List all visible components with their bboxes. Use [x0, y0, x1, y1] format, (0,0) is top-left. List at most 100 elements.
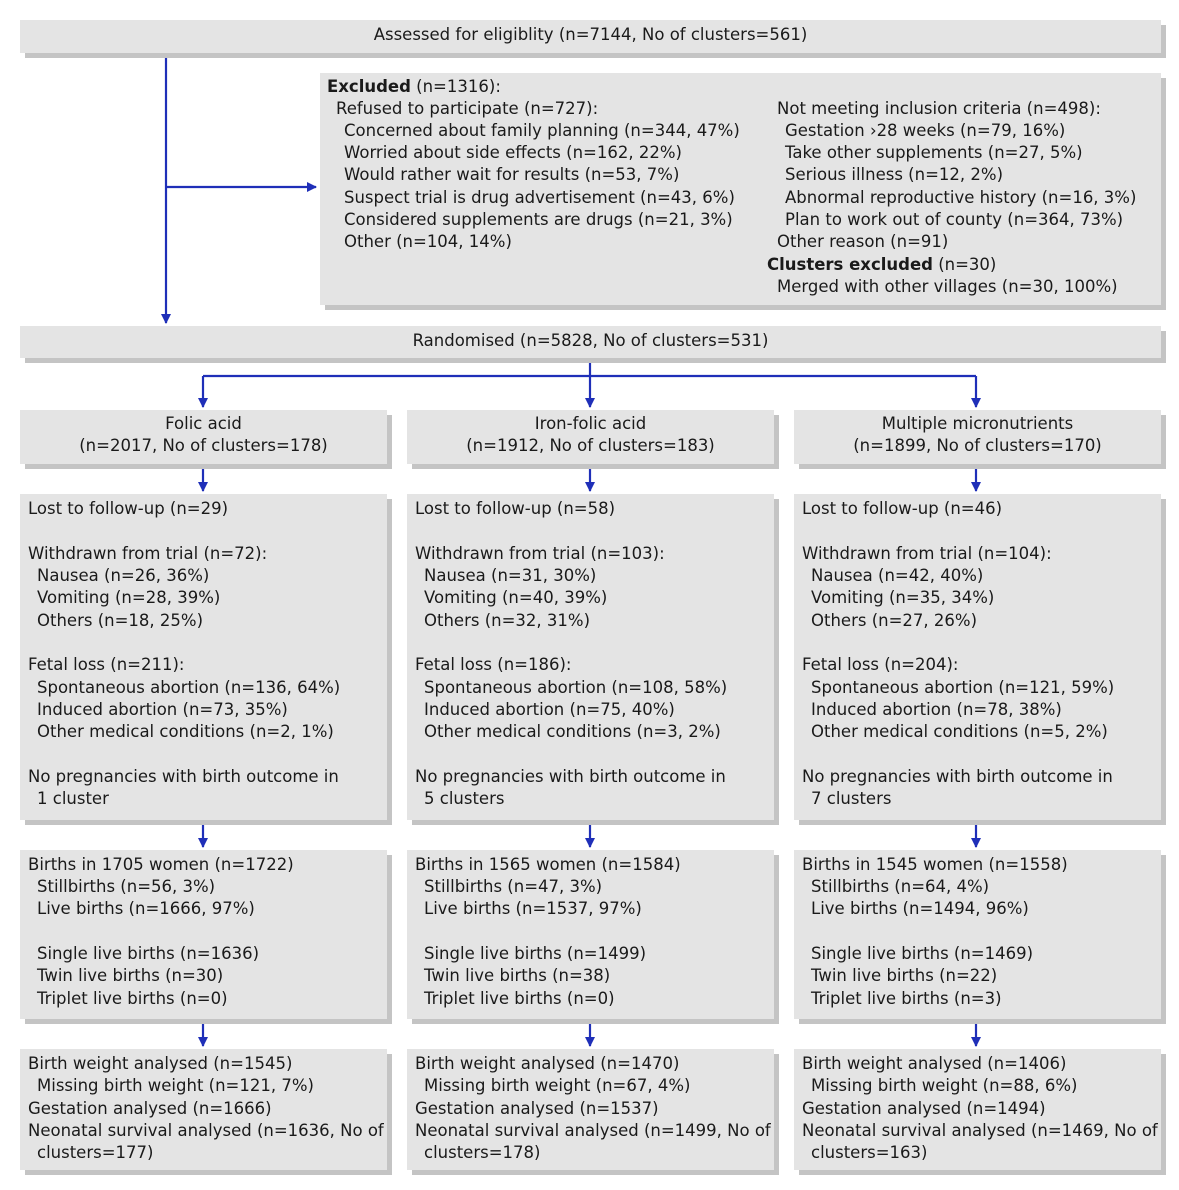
lost-to-follow-up: Lost to follow-up (n=29) [28, 499, 229, 518]
neonatal-clusters: clusters=163) [811, 1143, 928, 1162]
refused-item: Other (n=104, 14%) [344, 232, 512, 251]
births: Births in 1705 women (n=1722) [28, 855, 294, 874]
arm-name: Iron-folic acid [534, 414, 647, 433]
missing-birth-weight: Missing birth weight (n=88, 6%) [811, 1076, 1078, 1095]
births-box: Births in 1705 women (n=1722) Stillbirth… [20, 850, 387, 1019]
stillbirths: Stillbirths (n=47, 3%) [424, 877, 603, 896]
criteria-item: Abnormal reproductive history (n=16, 3%) [785, 188, 1137, 207]
live-births: Live births (n=1537, 97%) [424, 899, 642, 918]
others: Others (n=27, 26%) [811, 611, 978, 630]
arm-count: (n=2017, No of clusters=178) [79, 436, 328, 455]
criteria-heading: Not meeting inclusion criteria (n=498): [777, 99, 1101, 118]
triplet-live-births: Triplet live births (n=3) [811, 989, 1002, 1008]
fetal-loss: Fetal loss (n=211): [28, 655, 185, 674]
withdrawn: Withdrawn from trial (n=103): [415, 544, 665, 563]
excluded-box: Excluded (n=1316): Refused to participat… [320, 73, 1161, 305]
missing-birth-weight: Missing birth weight (n=67, 4%) [424, 1076, 691, 1095]
spontaneous-abortion: Spontaneous abortion (n=121, 59%) [811, 678, 1115, 697]
merged-villages: Merged with other villages (n=30, 100%) [777, 277, 1118, 296]
assessed-text: Assessed for eligiblity (n=7144, No of c… [373, 25, 808, 44]
withdrawn: Withdrawn from trial (n=104): [802, 544, 1052, 563]
arm-name: Multiple micronutrients [881, 414, 1074, 433]
other-reason: Other reason (n=91) [777, 232, 949, 251]
stillbirths: Stillbirths (n=64, 4%) [811, 877, 990, 896]
single-live-births: Single live births (n=1499) [424, 944, 647, 963]
nausea: Nausea (n=42, 40%) [811, 566, 984, 585]
gestation-analysed: Gestation analysed (n=1666) [28, 1099, 272, 1118]
fetal-loss: Fetal loss (n=186): [415, 655, 572, 674]
arm-header-box: Iron-folic acid (n=1912, No of clusters=… [407, 410, 774, 464]
birth-weight-analysed: Birth weight analysed (n=1545) [28, 1054, 293, 1073]
births-box: Births in 1545 women (n=1558) Stillbirth… [794, 850, 1161, 1019]
arm-count: (n=1899, No of clusters=170) [853, 436, 1102, 455]
vomiting: Vomiting (n=35, 34%) [811, 588, 995, 607]
refused-item: Worried about side effects (n=162, 22%) [344, 143, 682, 162]
birth-weight-analysed: Birth weight analysed (n=1470) [415, 1054, 680, 1073]
arm-header-box: Folic acid (n=2017, No of clusters=178) [20, 410, 387, 464]
vomiting: Vomiting (n=28, 39%) [37, 588, 221, 607]
other-medical: Other medical conditions (n=2, 1%) [37, 722, 334, 741]
stillbirths: Stillbirths (n=56, 3%) [37, 877, 216, 896]
triplet-live-births: Triplet live births (n=0) [424, 989, 615, 1008]
twin-live-births: Twin live births (n=22) [811, 966, 998, 985]
follow-up-box: Lost to follow-up (n=58) Withdrawn from … [407, 494, 774, 820]
births: Births in 1565 women (n=1584) [415, 855, 681, 874]
single-live-births: Single live births (n=1636) [37, 944, 260, 963]
refused-item: Would rather wait for results (n=53, 7%) [344, 165, 680, 184]
twin-live-births: Twin live births (n=30) [37, 966, 224, 985]
missing-birth-weight: Missing birth weight (n=121, 7%) [37, 1076, 314, 1095]
lost-to-follow-up: Lost to follow-up (n=58) [415, 499, 616, 518]
randomised-box: Randomised (n=5828, No of clusters=531) [20, 326, 1161, 358]
refused-item: Suspect trial is drug advertisement (n=4… [344, 188, 735, 207]
others: Others (n=18, 25%) [37, 611, 204, 630]
nausea: Nausea (n=31, 30%) [424, 566, 597, 585]
others: Others (n=32, 31%) [424, 611, 591, 630]
arm-header-box: Multiple micronutrients (n=1899, No of c… [794, 410, 1161, 464]
criteria-item: Serious illness (n=12, 2%) [785, 165, 1004, 184]
births-box: Births in 1565 women (n=1584) Stillbirth… [407, 850, 774, 1019]
criteria-item: Take other supplements (n=27, 5%) [785, 143, 1083, 162]
live-births: Live births (n=1666, 97%) [37, 899, 255, 918]
no-pregnancies-clusters: 1 cluster [37, 789, 109, 808]
neonatal-survival: Neonatal survival analysed (n=1636, No o… [28, 1121, 384, 1140]
single-live-births: Single live births (n=1469) [811, 944, 1034, 963]
no-pregnancies: No pregnancies with birth outcome in [802, 767, 1113, 786]
randomised-text: Randomised (n=5828, No of clusters=531) [412, 331, 769, 350]
analysis-box: Birth weight analysed (n=1470) Missing b… [407, 1049, 774, 1170]
live-births: Live births (n=1494, 96%) [811, 899, 1029, 918]
fetal-loss: Fetal loss (n=204): [802, 655, 959, 674]
gestation-analysed: Gestation analysed (n=1494) [802, 1099, 1046, 1118]
clusters-excluded: Clusters excluded (n=30) [767, 255, 997, 274]
no-pregnancies: No pregnancies with birth outcome in [415, 767, 726, 786]
induced-abortion: Induced abortion (n=78, 38%) [811, 700, 1062, 719]
arm-name: Folic acid [165, 414, 242, 433]
vomiting: Vomiting (n=40, 39%) [424, 588, 608, 607]
other-medical: Other medical conditions (n=3, 2%) [424, 722, 721, 741]
arm-count: (n=1912, No of clusters=183) [466, 436, 715, 455]
neonatal-clusters: clusters=177) [37, 1143, 154, 1162]
no-pregnancies-clusters: 7 clusters [811, 789, 892, 808]
excluded-title: Excluded (n=1316): [327, 77, 501, 96]
twin-live-births: Twin live births (n=38) [424, 966, 611, 985]
analysis-box: Birth weight analysed (n=1545) Missing b… [20, 1049, 387, 1170]
neonatal-survival: Neonatal survival analysed (n=1499, No o… [415, 1121, 771, 1140]
neonatal-survival: Neonatal survival analysed (n=1469, No o… [802, 1121, 1158, 1140]
criteria-item: Plan to work out of county (n=364, 73%) [785, 210, 1124, 229]
follow-up-box: Lost to follow-up (n=29) Withdrawn from … [20, 494, 387, 820]
induced-abortion: Induced abortion (n=75, 40%) [424, 700, 675, 719]
assessed-box: Assessed for eligiblity (n=7144, No of c… [20, 20, 1161, 53]
analysis-box: Birth weight analysed (n=1406) Missing b… [794, 1049, 1161, 1170]
triplet-live-births: Triplet live births (n=0) [37, 989, 228, 1008]
other-medical: Other medical conditions (n=5, 2%) [811, 722, 1108, 741]
follow-up-box: Lost to follow-up (n=46) Withdrawn from … [794, 494, 1161, 820]
withdrawn: Withdrawn from trial (n=72): [28, 544, 268, 563]
nausea: Nausea (n=26, 36%) [37, 566, 210, 585]
refused-item: Concerned about family planning (n=344, … [344, 121, 740, 140]
spontaneous-abortion: Spontaneous abortion (n=136, 64%) [37, 678, 341, 697]
criteria-item: Gestation ›28 weeks (n=79, 16%) [785, 121, 1066, 140]
no-pregnancies: No pregnancies with birth outcome in [28, 767, 339, 786]
no-pregnancies-clusters: 5 clusters [424, 789, 505, 808]
spontaneous-abortion: Spontaneous abortion (n=108, 58%) [424, 678, 728, 697]
refused-heading: Refused to participate (n=727): [336, 99, 599, 118]
lost-to-follow-up: Lost to follow-up (n=46) [802, 499, 1003, 518]
